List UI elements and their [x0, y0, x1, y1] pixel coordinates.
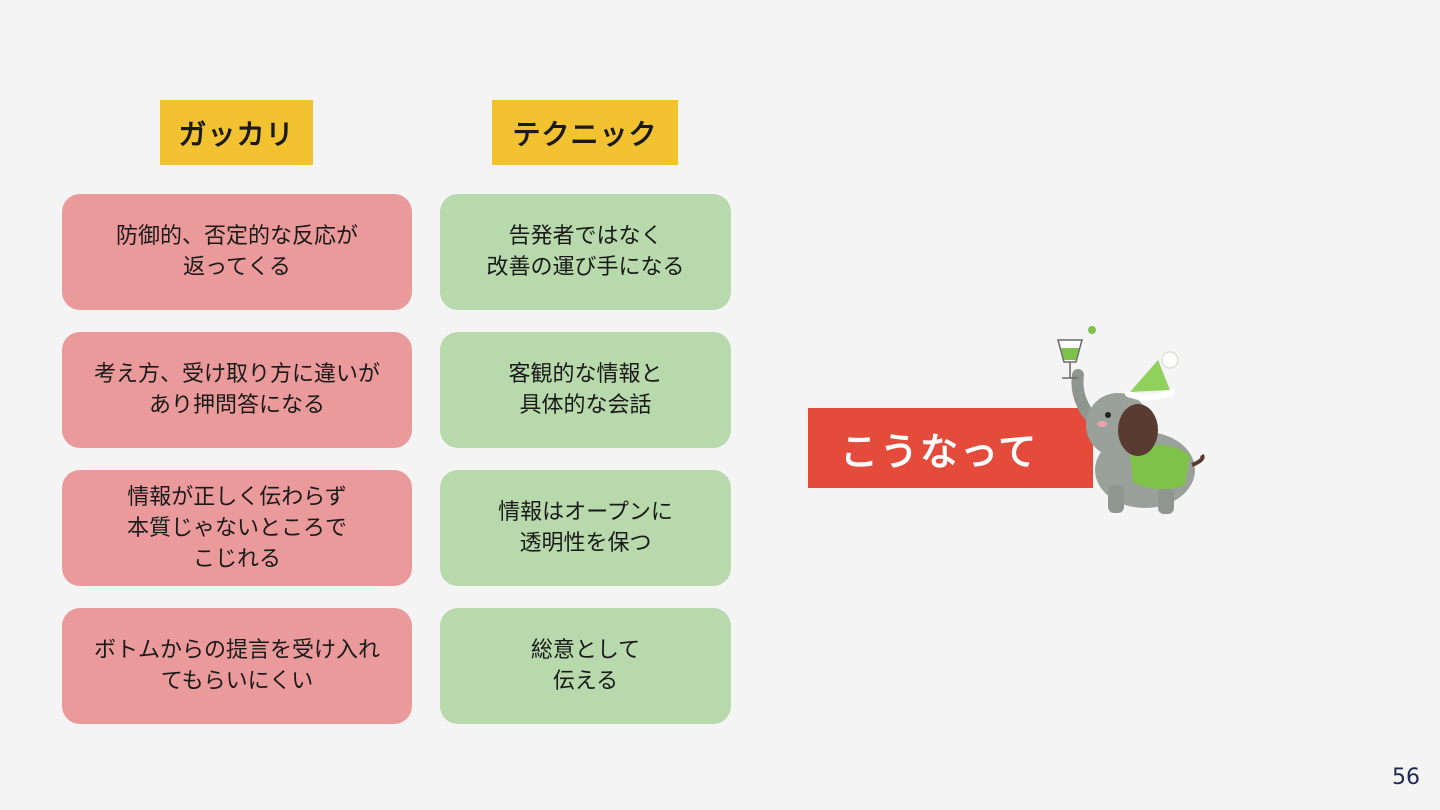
disappointment-card: 防御的、否定的な反応が 返ってくる	[62, 194, 412, 310]
page-number: 56	[1392, 765, 1420, 790]
technique-card: 情報はオープンに 透明性を保つ	[440, 470, 731, 586]
disappointment-card: 考え方、受け取り方に違いが あり押問答になる	[62, 332, 412, 448]
header-gakkari: ガッカリ	[160, 100, 313, 165]
header-technique: テクニック	[492, 100, 678, 165]
disappointment-card: ボトムからの提言を受け入れ てもらいにくい	[62, 608, 412, 724]
technique-card: 客観的な情報と 具体的な会話	[440, 332, 731, 448]
technique-card: 総意として 伝える	[440, 608, 731, 724]
technique-card: 告発者ではなく 改善の運び手になる	[440, 194, 731, 310]
disappointment-card: 情報が正しく伝わらず 本質じゃないところで こじれる	[62, 470, 412, 586]
elephant-icon	[1057, 326, 1205, 514]
result-banner: こうなって	[808, 408, 1093, 488]
